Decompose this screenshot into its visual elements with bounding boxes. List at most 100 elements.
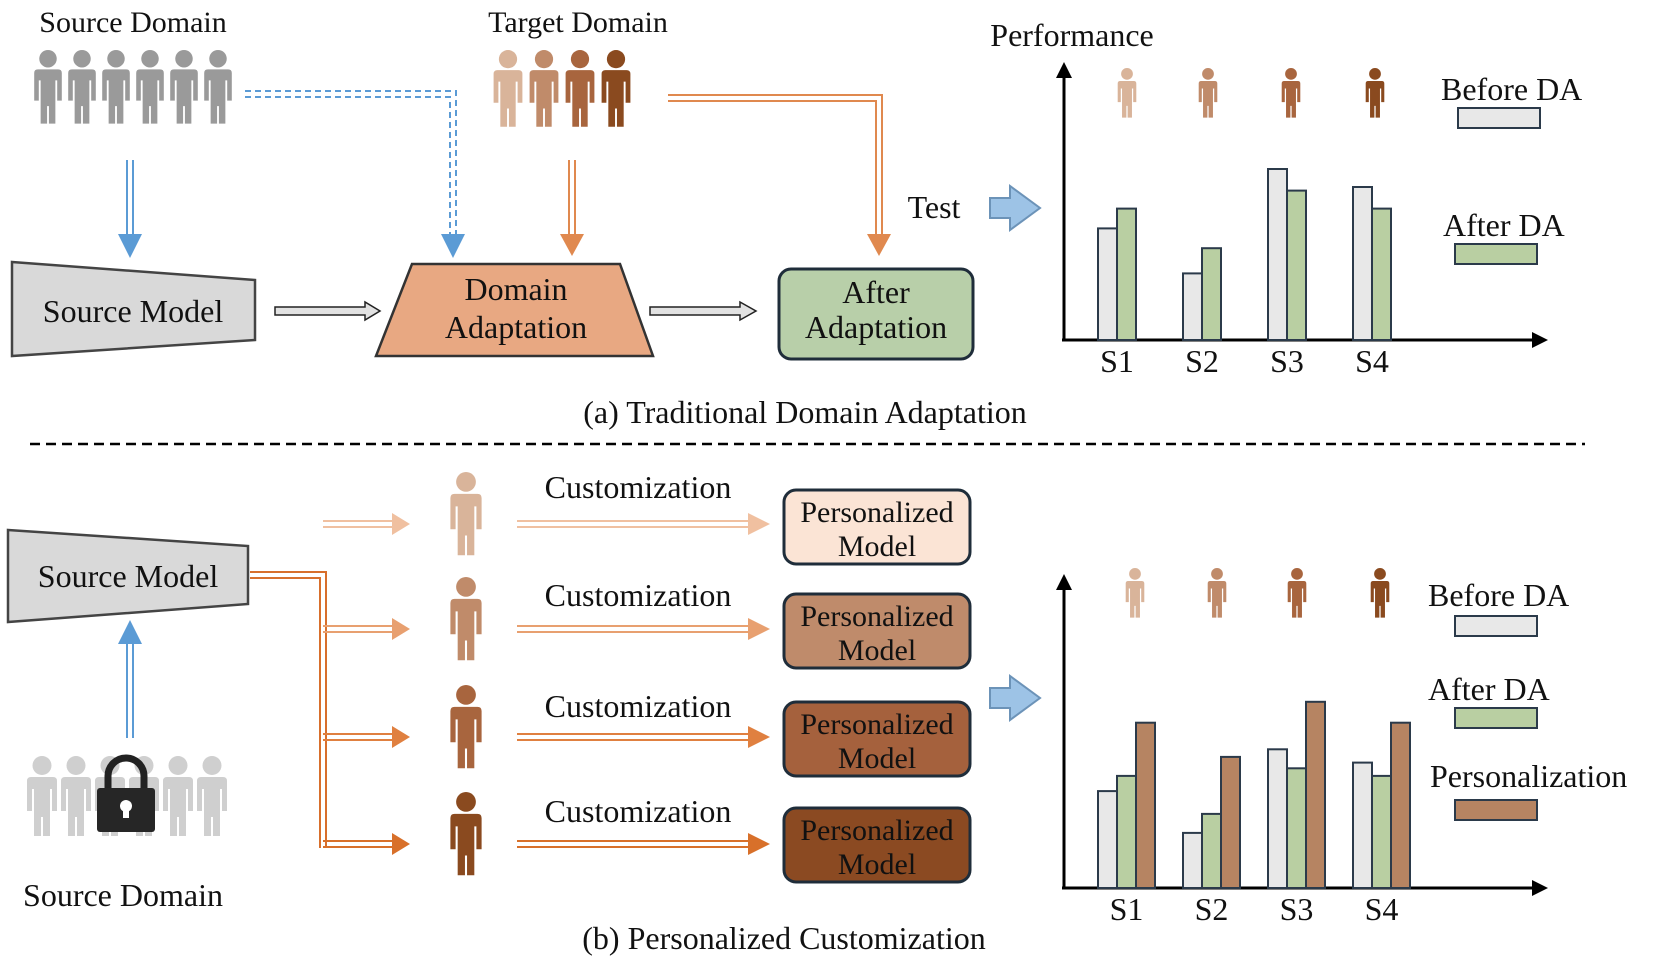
bar-s1-after-da [1116,774,1137,890]
caption-b: (b) Personalized Customization [582,920,985,956]
bar-s4-before-da [1352,761,1373,889]
subject-person-icon [1117,68,1137,118]
dashed-arrow-head [441,234,465,258]
legend-label: After DA [1428,671,1550,707]
source-model-label-a: Source Model [43,293,224,329]
domain-adaptation-label-1: Domain [464,271,567,307]
tick-label-s1: S1 [1110,891,1144,927]
bar-s4-before-da [1352,186,1373,341]
tick-label-s4: S4 [1355,343,1389,379]
legend-swatch [1457,107,1541,129]
after-adaptation-label-1: After [842,274,910,310]
tick-label-s2: S2 [1185,343,1219,379]
source-person-icon [204,50,232,124]
bar-s3-after-da [1286,767,1307,889]
bar-s2-before-da [1182,831,1203,890]
source-domain-label-a: Source Domain [39,6,226,39]
bar-s2-personalization [1220,755,1241,890]
source-to-adaptation-dashed-arrow [245,90,457,238]
caption-a: (a) Traditional Domain Adaptation [583,394,1027,430]
legend-swatch [1454,615,1538,637]
customization-label: Customization [545,688,732,724]
personalization-rows: CustomizationPersonalizedModelCustomizat… [450,469,972,884]
target-to-after-adaptation-arrow [668,94,883,238]
target-domain-people-icon [493,50,631,127]
legend-swatch [1454,799,1538,821]
bar-s1-after-da [1116,207,1137,341]
legend-label: Before DA [1428,577,1569,613]
personalized-model-label-1: Personalized [800,814,953,847]
source-model-block-a: Source Model [10,260,257,358]
source-person-icon [136,50,164,124]
customization-label: Customization [545,793,732,829]
bar-s3-before-da [1267,748,1288,889]
tick-label-s1: S1 [1100,343,1134,379]
personalized-model-label-1: Personalized [800,600,953,633]
lock-icon [97,754,155,832]
after-adaptation-arrow-head [867,234,891,256]
model-to-adaptation-arrow [274,300,382,322]
subject-person-icon [1207,568,1227,618]
bar-s4-personalization [1390,721,1411,890]
personalized-model-block [782,592,972,670]
bar-s4-after-da [1371,207,1392,341]
source-person-icon [102,50,130,124]
tick-label-s4: S4 [1365,891,1399,927]
fan-out-arrows [250,513,410,855]
legend-label: After DA [1443,207,1565,243]
after-adaptation-label-2: Adaptation [805,309,947,345]
chart-b-plot: S1 S2 S3 S4 [1097,700,1411,927]
bar-s2-before-da [1182,272,1203,341]
chart-b-people-icons [1125,568,1390,618]
source-person-icon [197,756,227,836]
test-arrow [989,184,1042,232]
domain-adaptation-block: Domain Adaptation [374,262,655,358]
chart-a-plot: S1 S2 S3 S4 [1097,168,1392,379]
subject-person-icon [1198,68,1218,118]
chart-a-people-icons [1117,68,1385,118]
customization-label: Customization [545,577,732,613]
target-domain-label: Target Domain [488,6,668,39]
bar-s2-after-da [1201,812,1222,890]
personalized-model-block [782,700,972,778]
source-domain-label-b: Source Domain [23,877,223,913]
bar-s3-after-da [1286,189,1307,341]
client-person-icon [450,472,482,556]
subject-person-icon [1281,68,1301,118]
bar-s1-personalization [1135,721,1156,890]
source-person-icon [27,756,57,836]
after-adaptation-block: After Adaptation [777,267,975,361]
bar-s2-after-da [1201,247,1222,341]
source-person-icon [163,756,193,836]
personalized-model-block [782,806,972,884]
personalized-model-label-1: Personalized [800,708,953,741]
source-model-block-b: Source Model [6,528,250,624]
legend-swatch [1454,707,1538,729]
personalized-model-label-2: Model [838,742,916,775]
bar-s1-before-da [1097,790,1118,889]
tick-label-s2: S2 [1195,891,1229,927]
target-person-icon [493,50,523,127]
target-to-adaptation-arrow [560,160,584,256]
source-person-icon [68,50,96,124]
legend-swatch [1454,243,1538,265]
subject-person-icon [1125,568,1145,618]
tick-label-s3: S3 [1270,343,1304,379]
legend-label: Personalization [1430,758,1627,794]
bar-s1-before-da [1097,227,1118,341]
chart-b-legend: Before DA After DA Personalization [1428,577,1627,821]
performance-label: Performance [990,17,1153,53]
target-person-icon [529,50,559,127]
personalized-model-label-2: Model [838,530,916,563]
tick-label-s3: S3 [1280,891,1314,927]
personalized-model-label-1: Personalized [800,496,953,529]
client-person-icon [450,577,482,661]
customization-label: Customization [545,469,732,505]
target-person-icon [565,50,595,127]
